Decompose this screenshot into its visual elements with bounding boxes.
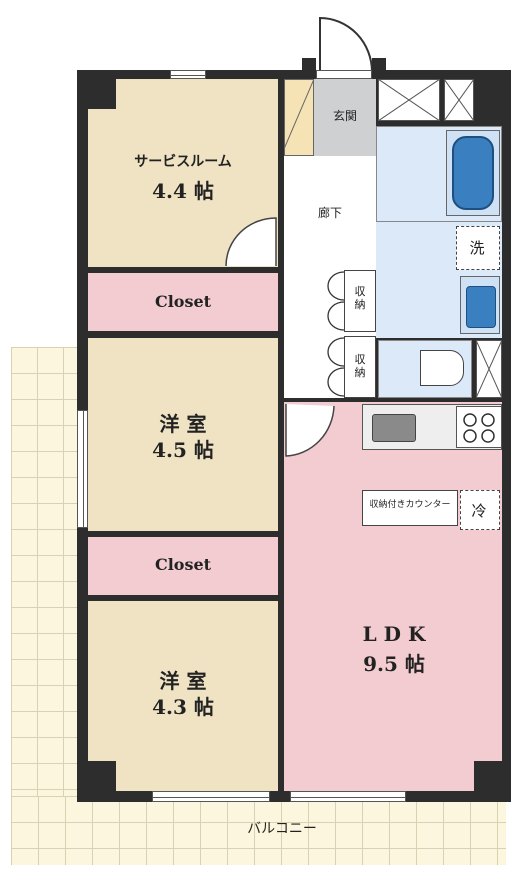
partition-hall-ldk (284, 398, 502, 402)
storage-2: 収 納 (344, 336, 376, 398)
ldk: L D K 9.5 帖 (284, 402, 502, 791)
window-ldk (290, 791, 406, 802)
window-western-1 (77, 410, 88, 528)
western-room-2: 洋 室 4.3 帖 (88, 601, 278, 791)
balcony-left (11, 347, 81, 865)
wall-corner (88, 79, 116, 109)
entry-door (319, 16, 373, 73)
entry-wall-left (302, 58, 316, 70)
balcony (11, 796, 506, 865)
entrance-label: 玄関 (332, 109, 357, 123)
window-western-2 (152, 791, 270, 802)
closet-2-label: Closet (154, 555, 212, 574)
western-room-1-size: 4.5 帖 (152, 438, 214, 462)
partition-4 (88, 595, 278, 601)
washer-label: 洗 (469, 239, 485, 257)
ldk-door (285, 404, 335, 457)
partition-3 (88, 531, 278, 537)
toilet (420, 350, 464, 386)
hallway-label: 廊下 (317, 206, 342, 220)
vent-2-x (444, 79, 474, 121)
storage-counter-label: 収納付きカウンター (369, 500, 451, 510)
closet-2: Closet (88, 537, 278, 595)
stove-burners (463, 413, 495, 443)
service-door (225, 217, 277, 267)
closet-1: Closet (88, 273, 278, 331)
fridge-label: 冷 (471, 502, 487, 520)
ldk-name: L D K (362, 622, 426, 646)
balcony-label: バルコニー (247, 821, 317, 837)
sink-basin (466, 286, 496, 328)
partition-1 (88, 267, 278, 273)
entry-wall-right (372, 58, 386, 70)
stove (456, 406, 502, 448)
fridge: 冷 (460, 490, 500, 530)
service-room-name: サービスルーム (134, 154, 232, 170)
ldk-size: 9.5 帖 (363, 652, 425, 676)
storage-doors (327, 271, 345, 397)
partition-2 (88, 331, 278, 338)
western-room-2-name: 洋 室 (159, 669, 207, 693)
storage-1: 収 納 (344, 270, 376, 332)
vent-1-x (378, 79, 440, 121)
western-room-2-size: 4.3 帖 (152, 695, 214, 719)
service-room-size: 4.4 帖 (152, 179, 214, 203)
entrance: 玄関 (314, 79, 376, 156)
partition-vertical (278, 79, 284, 791)
vent-3-x (476, 340, 502, 398)
window-service (170, 70, 206, 79)
storage-2-label: 収 納 (354, 353, 366, 379)
wall-corner-3 (474, 761, 502, 791)
bathtub-basin (452, 136, 494, 210)
closet-1-label: Closet (154, 292, 212, 311)
washer: 洗 (456, 226, 500, 270)
shoe-box-hatch (284, 79, 314, 150)
storage-1-label: 収 納 (354, 285, 366, 311)
entry-threshold (316, 70, 372, 79)
kitchen-sink (372, 414, 416, 442)
wall-corner-2 (88, 761, 116, 791)
western-room-1: 洋 室 4.5 帖 (88, 338, 278, 531)
storage-counter: 収納付きカウンター (362, 490, 458, 526)
western-room-1-name: 洋 室 (159, 412, 207, 436)
